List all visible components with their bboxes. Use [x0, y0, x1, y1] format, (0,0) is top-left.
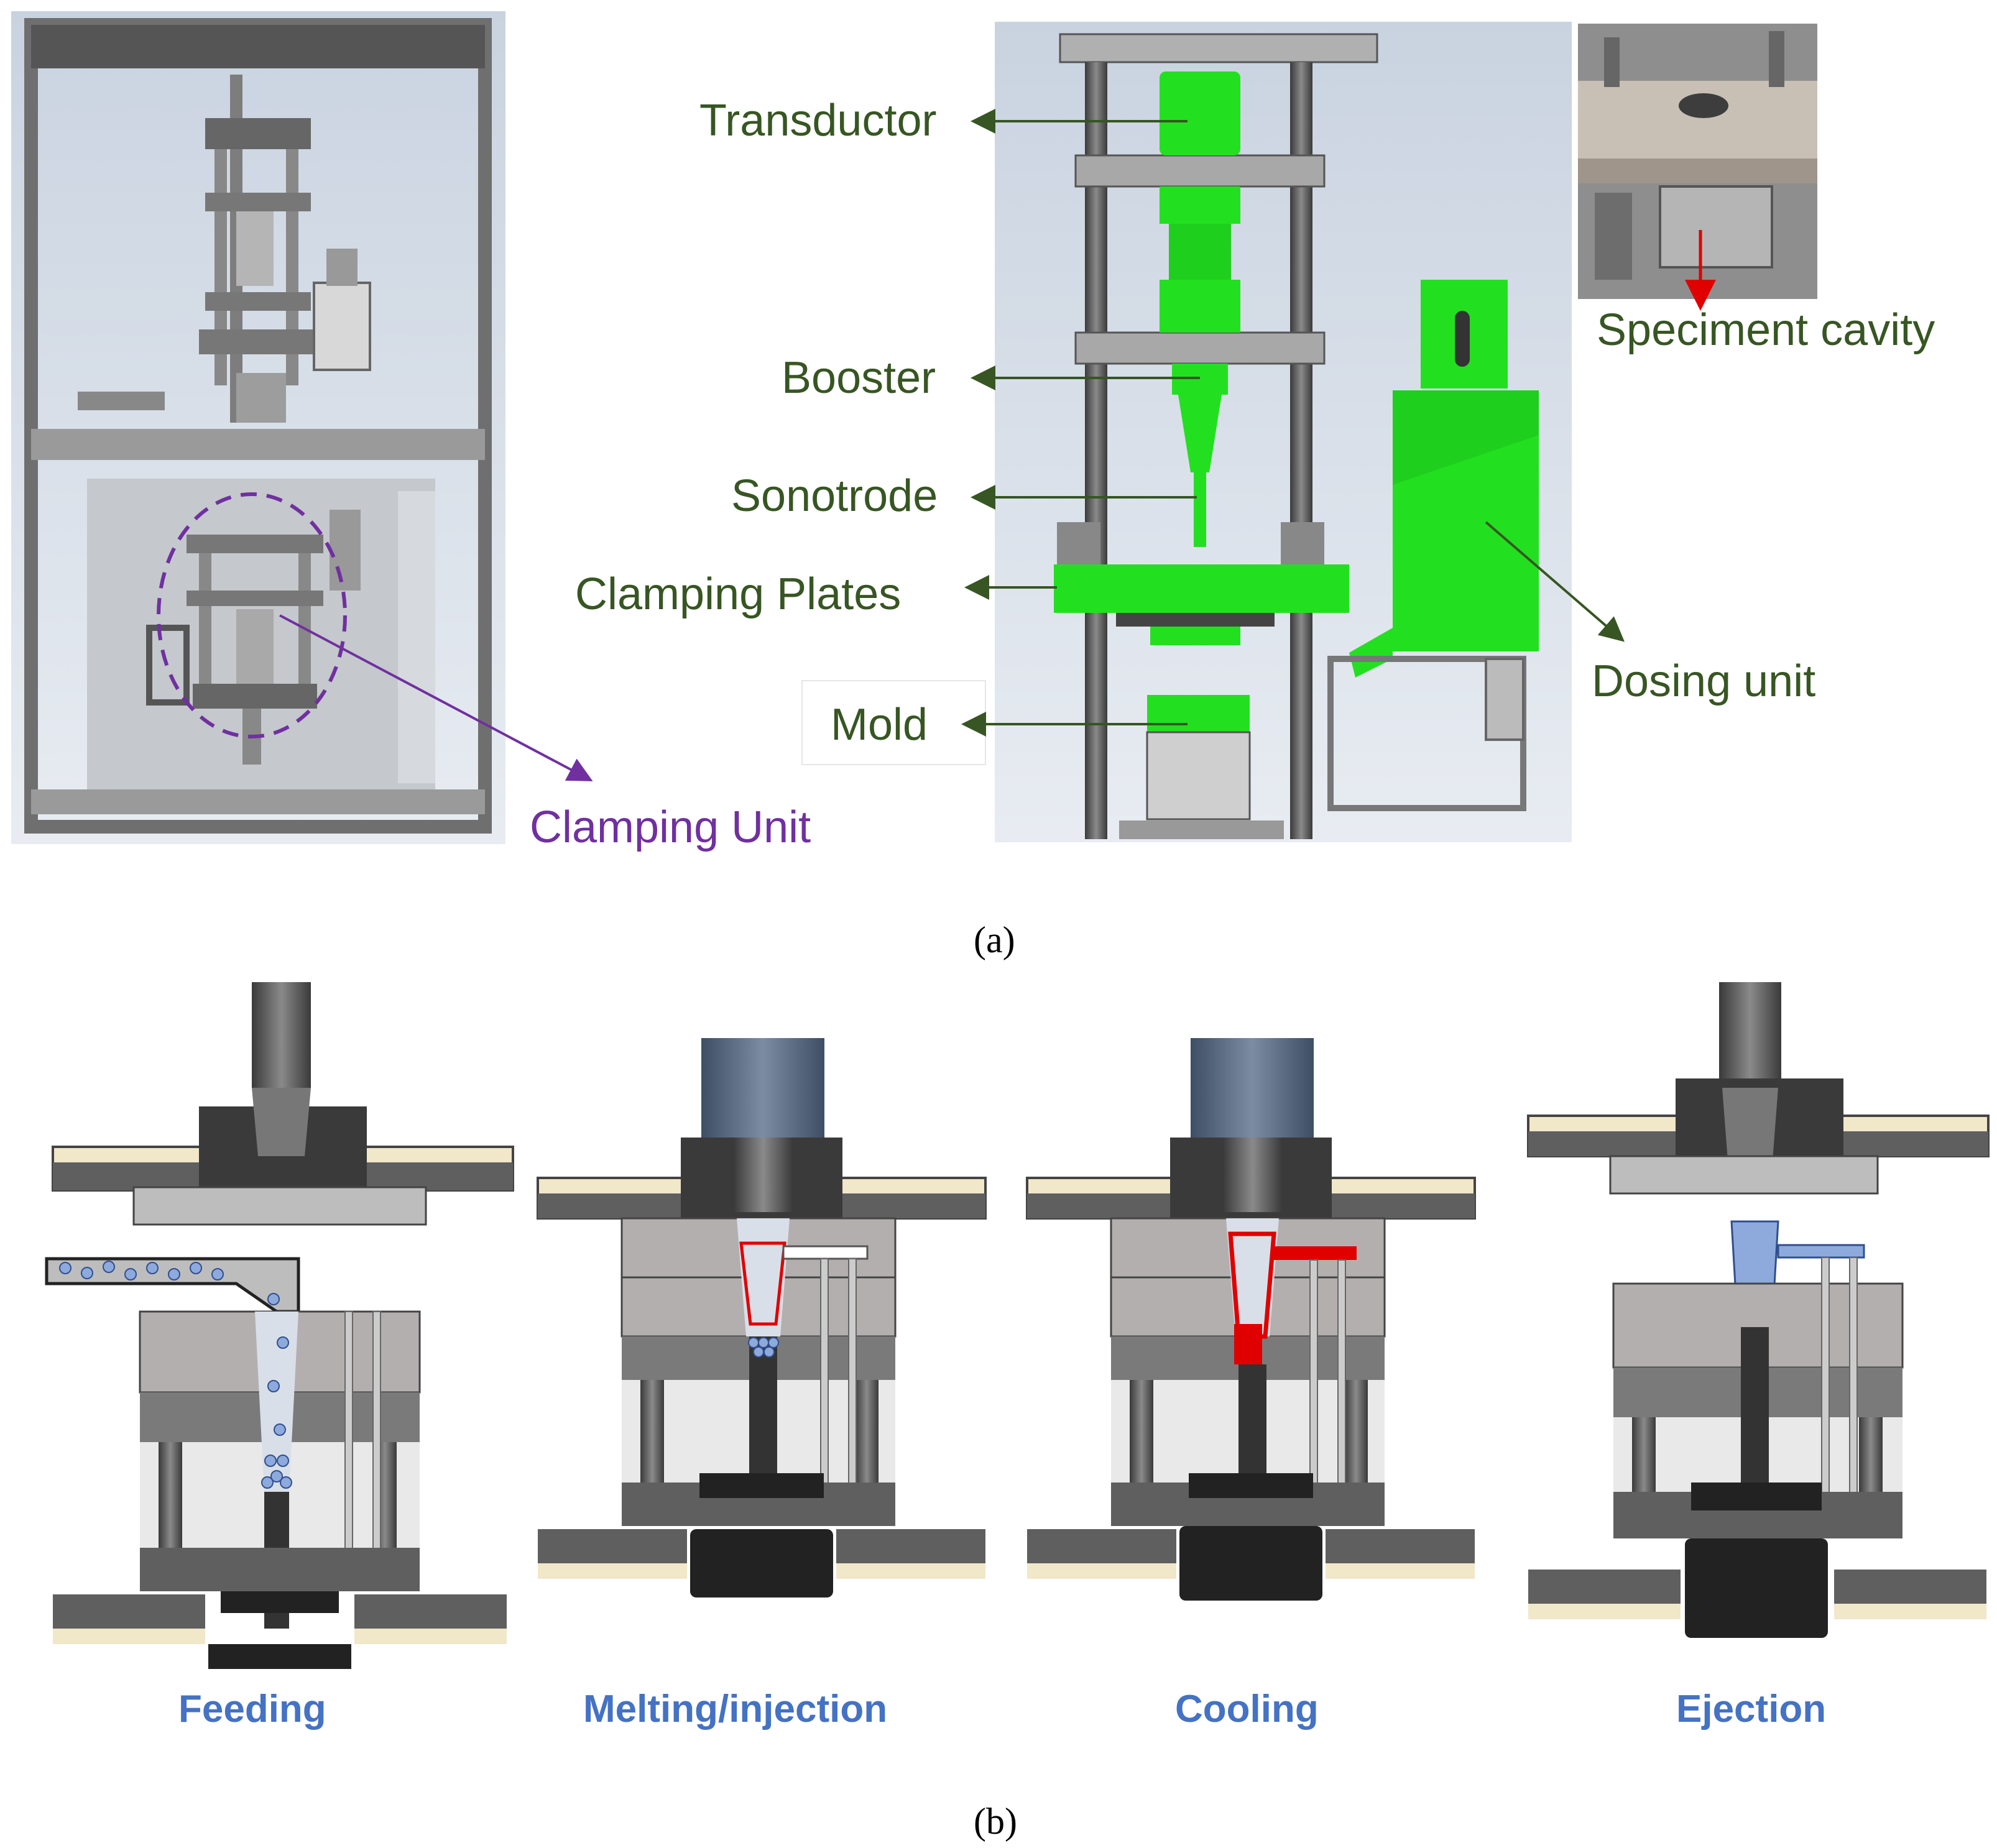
- caption-a: (a): [974, 919, 1015, 960]
- booster-label: Booster: [782, 353, 936, 403]
- transductor-label: Transductor: [699, 96, 936, 145]
- specimen-cavity-image: [1578, 24, 1817, 299]
- dosing-unit-label: Dosing unit: [1592, 656, 1815, 706]
- clamping-unit-arrow: [279, 614, 593, 781]
- stage-feeding-label: Feeding: [178, 1688, 326, 1731]
- clamping-unit-ellipse: [157, 492, 347, 738]
- machine-detail-image: [995, 22, 1572, 842]
- dosing-unit-arrow: [1485, 521, 1625, 642]
- clamping-plates-label: Clamping Plates: [575, 569, 901, 619]
- stage-melting-label: Melting/injection: [583, 1688, 887, 1731]
- machine-overview-image: [11, 11, 505, 844]
- mold-label: Mold: [831, 700, 928, 750]
- stage-ejection-diagram: [1527, 982, 1990, 1638]
- mold-label-box: [801, 680, 986, 765]
- stage-melting-diagram: [537, 1038, 987, 1597]
- caption-b: (b): [974, 1801, 1017, 1842]
- stage-cooling-diagram: [1026, 1038, 1476, 1601]
- sonotrode-label: Sonotrode: [731, 471, 938, 521]
- stage-feeding-diagram: [45, 982, 514, 1669]
- stage-cooling-label: Cooling: [1175, 1688, 1319, 1731]
- clamping-unit-label: Clamping Unit: [530, 802, 811, 852]
- stage-ejection-label: Ejection: [1676, 1688, 1826, 1731]
- specimen-cavity-label: Speciment cavity: [1597, 305, 1935, 355]
